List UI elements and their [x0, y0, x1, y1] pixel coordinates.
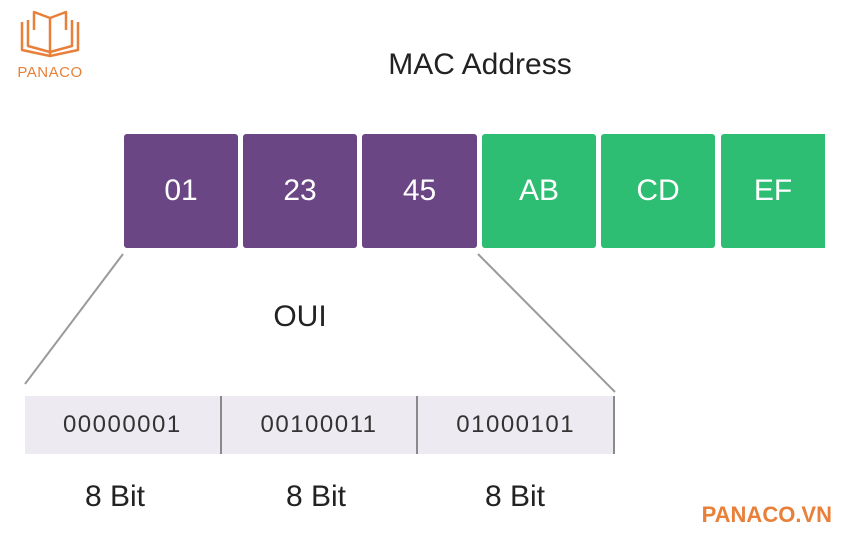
bits-divider [416, 396, 419, 454]
octet-box-3: 45 [362, 134, 477, 248]
brand-watermark: PANACO.VN [701, 502, 832, 527]
diagram-title: MAC Address [388, 48, 572, 81]
octet-value: AB [518, 174, 560, 207]
bit-size-label-2: 8 Bit [285, 480, 347, 513]
bits-cell-3: 01000101 [456, 411, 576, 438]
book-icon [20, 10, 80, 58]
octet-box-4: AB [482, 134, 596, 248]
octet-box-2: 23 [243, 134, 357, 248]
panaco-logo: PANACO [10, 10, 90, 82]
bit-size-label-1: 8 Bit [84, 480, 146, 513]
bit-size-label-3: 8 Bit [484, 480, 546, 513]
octet-box-1: 01 [124, 134, 238, 248]
octet-box-5: CD [601, 134, 715, 248]
bits-divider [613, 396, 616, 454]
logo-text: PANACO [17, 64, 83, 81]
octet-value: EF [753, 174, 793, 207]
octet-value: 45 [402, 174, 437, 207]
left-connector-line [24, 253, 124, 385]
octet-value: CD [636, 174, 680, 207]
octet-value: 01 [164, 174, 198, 207]
bits-cell-2: 00100011 [260, 411, 378, 438]
right-connector-line [477, 253, 616, 393]
bits-cell-1: 00000001 [62, 411, 182, 438]
octet-box-6: EF [721, 134, 825, 248]
oui-bits-row: 00000001 00100011 01000101 [25, 396, 616, 454]
octet-value: 23 [283, 174, 317, 207]
oui-label: OUI [273, 300, 327, 333]
bits-divider [219, 396, 222, 454]
